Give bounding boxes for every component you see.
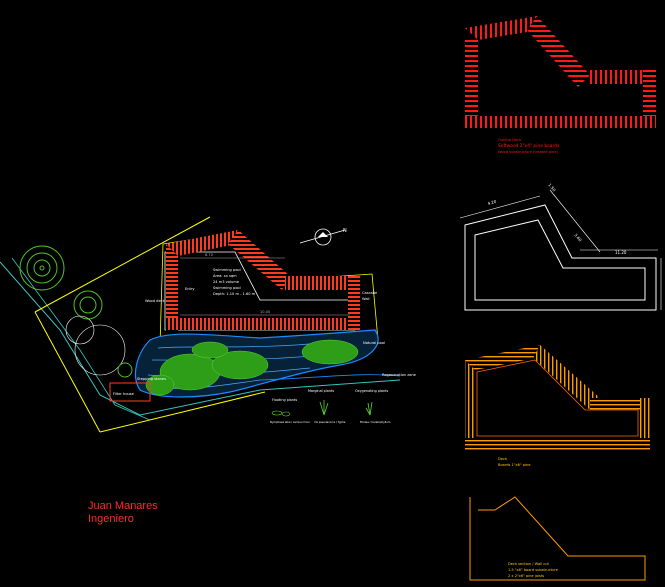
author-block: Juan Manares Ingeniero	[88, 500, 158, 526]
tree-1	[19, 245, 65, 291]
outline-dim-4: 11.20	[615, 250, 627, 255]
section-caption-1: Deck section / Wall cut	[508, 562, 550, 566]
tree-3	[65, 315, 126, 376]
vegetation	[145, 339, 359, 396]
stream-label: Regeneration zone	[382, 373, 417, 377]
pool-note-5: Depth: 1.10 m - 1.60 m	[213, 292, 256, 296]
vegetation-patch-5	[191, 341, 229, 359]
outline-dim-2: 1.50	[547, 182, 557, 192]
plant-legend: Floating plants Marginal plants Oxygenat…	[270, 389, 391, 424]
deck-detail-top	[465, 345, 545, 370]
deck-detail-inner	[476, 359, 639, 437]
legend-plant-1-icon	[271, 410, 291, 417]
deck-detail-left	[465, 360, 475, 450]
detail-top-rightedge	[588, 70, 655, 84]
deck-top	[166, 230, 246, 256]
detail-top-rightside	[643, 70, 656, 128]
vegetation-patch-3	[301, 339, 359, 365]
deck	[166, 230, 360, 332]
vegetation-patch-2	[211, 350, 269, 380]
deck-right	[285, 276, 360, 290]
deck-right-edge	[348, 276, 360, 330]
outline-inner	[474, 219, 646, 301]
pond-label: Natural pool	[363, 341, 385, 345]
north-arrow	[299, 228, 346, 246]
detail-top-caption-1: Outline Deck	[498, 138, 522, 142]
legend-plant-3-icon	[365, 401, 373, 416]
site-plan: N Swimming pool Area: xx sqm 24 m3 volum…	[0, 216, 417, 433]
legend-col2-caption: Iris pseudacorus / Typha	[314, 420, 346, 424]
pool-note-4: Swimming pool	[213, 286, 241, 290]
legend-col3-caption: Elodea / Ceratophyllum	[360, 420, 391, 424]
tree-2	[73, 290, 103, 320]
author-title: Ingeniero	[88, 513, 134, 525]
north-label: N	[343, 228, 347, 234]
deck-detail-caption-1: Deck	[498, 457, 508, 461]
detail-deck: Deck Boards 1"x6" pine	[465, 345, 650, 467]
outline-dim-1: 4.20	[487, 199, 497, 206]
tree-4	[117, 362, 133, 378]
stream	[259, 374, 401, 381]
pool-note-1: Swimming pool	[213, 268, 241, 272]
boundary-line	[0, 261, 401, 416]
detail-top-caption-2: Softwood 2"x4" pine boards	[498, 143, 560, 149]
detail-top-bottom	[465, 116, 656, 128]
legend-col2-title: Marginal plants	[308, 389, 334, 393]
outline-outer	[464, 204, 657, 311]
legend-col1-caption: Nymphaea alba / Lemna minor	[270, 420, 311, 424]
outline-dim-3: 3.60	[573, 232, 583, 242]
detail-top-caption-3: Wood substructure (treated pine)	[498, 150, 558, 154]
property-line-2	[34, 311, 101, 433]
deck-diagonal	[228, 230, 290, 290]
property-line-3	[99, 391, 266, 433]
detail-top-topedge	[465, 16, 540, 40]
detail-top-diagonal	[527, 16, 590, 87]
filter-house	[109, 382, 151, 402]
section-caption-2: 1.5 "x6" board substructure	[508, 568, 559, 572]
top-dim-label: 8.70	[205, 253, 214, 257]
deck-side-label: Wood deck	[145, 299, 166, 303]
deck-detail-right	[590, 398, 650, 410]
filter-house-label: Filter house	[113, 392, 135, 396]
cascade-label: Cascade	[362, 291, 378, 295]
detail-top-deck: Outline Deck Softwood 2"x4" pine boards …	[465, 16, 656, 154]
section-outline	[469, 496, 646, 581]
legend-plant-2-icon	[319, 400, 329, 416]
deck-detail-bottom	[465, 438, 650, 450]
author-name: Juan Manares	[88, 500, 158, 512]
deck-detail-rightside	[640, 398, 650, 450]
section-caption-3: 2 x 2"x6" pine joists	[508, 574, 544, 578]
mid-dim-label: 10.00	[260, 310, 271, 314]
pool-note-2: Area: xx sqm	[213, 274, 237, 278]
stepping-label: Stepping stones	[137, 377, 166, 381]
detail-outline: 4.20 1.50 3.60 11.20	[459, 182, 662, 311]
entry-label: Entry	[185, 287, 195, 291]
deck-detail-diag	[533, 345, 600, 410]
vegetation-patch-4	[145, 374, 175, 396]
wall-label: Wall	[362, 297, 370, 301]
boundary-line-2	[11, 257, 151, 421]
legend-col1-title: Floating plants	[272, 398, 297, 402]
deck-bottom	[166, 318, 358, 330]
dim-line-1	[459, 195, 541, 219]
detail-bottom: Deck section / Wall cut 1.5 "x6" board s…	[469, 496, 646, 581]
deck-left	[166, 244, 178, 332]
deck-detail-caption-2: Boards 1"x6" pine	[498, 463, 531, 467]
property-line	[34, 216, 211, 313]
detail-top-left	[465, 40, 478, 125]
pool-note-3: 24 m3 volume	[213, 280, 240, 284]
legend-col3-title: Oxygenating plants	[355, 389, 388, 393]
dim-line-2	[549, 189, 601, 253]
